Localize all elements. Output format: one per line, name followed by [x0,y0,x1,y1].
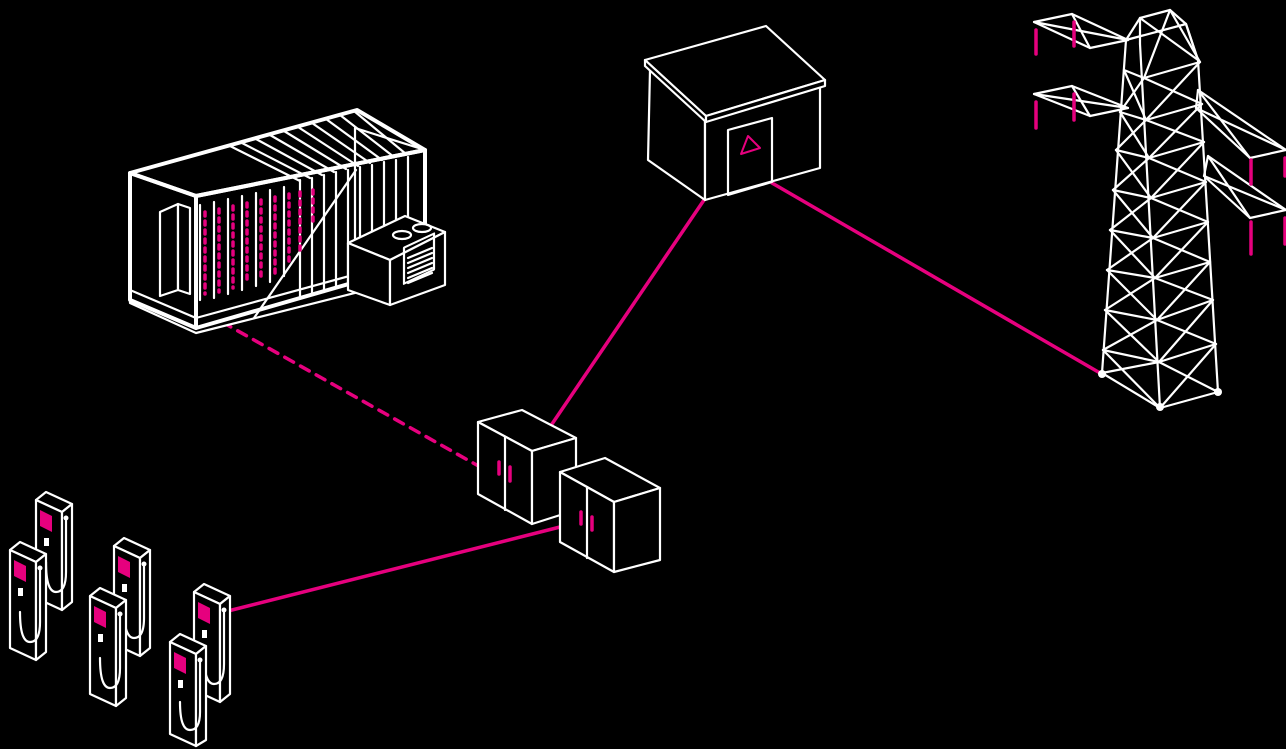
connection-battery-inverter [220,320,484,470]
inverter-cabinet-front [558,456,662,574]
battery-racks [158,185,315,302]
inverter-cabinet-icon [476,408,662,574]
ev-charger-6 [168,632,208,748]
connection-substation-grid [770,181,1102,375]
connections [220,181,1102,613]
warning-triangle-icon [740,135,761,155]
ev-charger-icon [8,490,232,748]
battery-container-icon [128,108,447,335]
transmission-tower-icon [1032,8,1286,411]
ev-charger-2 [8,540,48,662]
hvac-unit [346,214,447,307]
substation-building-icon [643,24,827,202]
connection-inverter-substation [550,198,706,426]
connection-inverter-chargers [226,525,562,613]
ev-charger-4 [88,586,128,708]
